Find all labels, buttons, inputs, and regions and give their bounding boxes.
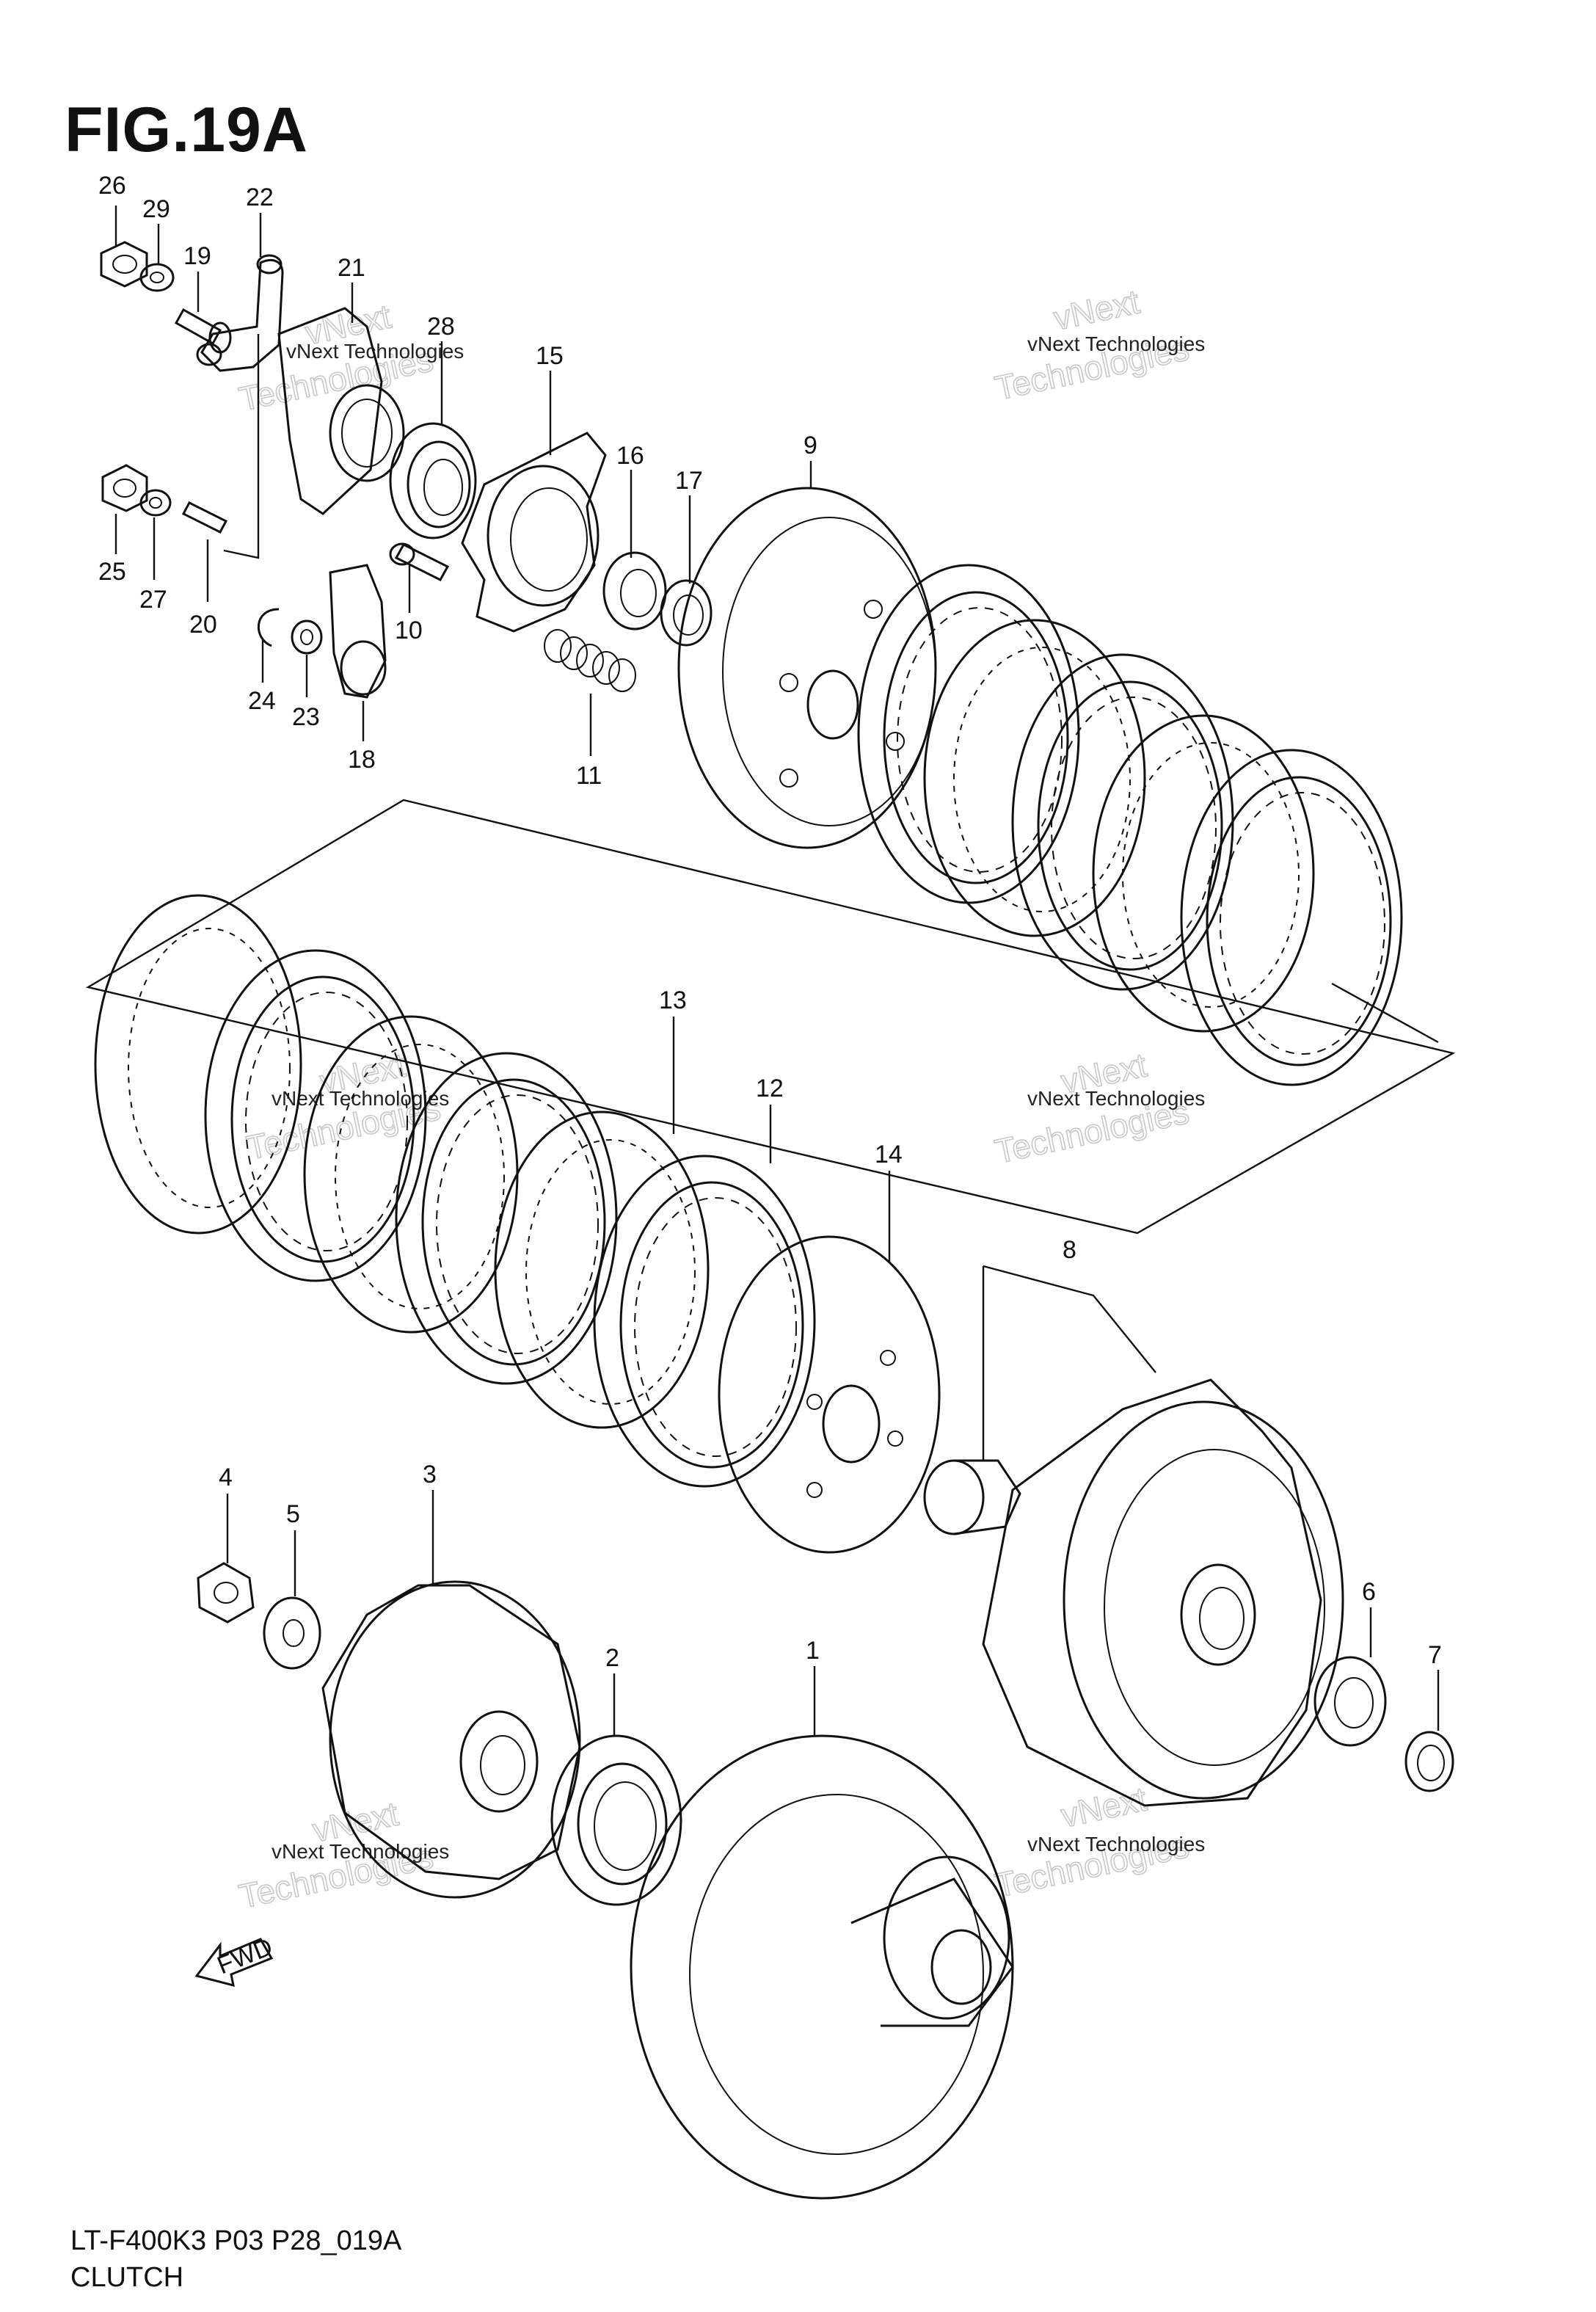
watermark-brand: vNext [1057, 1779, 1150, 1834]
part-pressure-plate-9 [677, 487, 937, 849]
plate-group-outline [85, 799, 1456, 1235]
callout-16: 16 [616, 442, 644, 470]
part-washer-23 [291, 619, 323, 655]
callout-27: 27 [139, 586, 167, 614]
callout-28: 28 [427, 313, 455, 341]
callout-14: 14 [875, 1141, 903, 1168]
callout-21: 21 [338, 254, 365, 282]
fwd-label: FWD [214, 1933, 277, 1980]
watermark-mid-right: vNext Technologies vNext Technologies [991, 1045, 1205, 1171]
part-release-arm-18 [329, 564, 387, 699]
watermark-bottom-right: vNext Technologies vNext Technologies [991, 1779, 1205, 1905]
part-nut-26 [100, 241, 148, 288]
part-washer-17 [660, 579, 713, 647]
callout-9: 9 [804, 432, 817, 459]
callout-8: 8 [1063, 1236, 1076, 1264]
callout-20: 20 [189, 611, 217, 639]
watermark-mid-left: vNext Technologies vNext Technologies [242, 1045, 449, 1168]
part-ring-7 [1404, 1731, 1454, 1792]
part-screw-20 [181, 501, 228, 534]
callout-13: 13 [659, 986, 687, 1014]
callout-2: 2 [605, 1644, 619, 1672]
fwd-direction-arrow: FWD [194, 1933, 277, 1988]
part-washer-6 [1313, 1656, 1387, 1747]
callout-15: 15 [536, 342, 564, 370]
part-primary-driven-gear-1 [630, 1734, 1014, 2200]
callout-10: 10 [395, 617, 423, 644]
callout-29: 29 [142, 195, 170, 223]
diagram-caption: CLUTCH [70, 2262, 184, 2293]
part-circlip-24 [257, 608, 280, 647]
watermark-text: vNext Technologies [1027, 1833, 1205, 1855]
part-lever-22 [196, 254, 284, 372]
part-washer-27 [139, 489, 172, 517]
part-drive-plate-upper-3 [1180, 749, 1403, 1086]
callout-12: 12 [756, 1075, 784, 1102]
part-drive-plate-upper-2 [1011, 653, 1234, 991]
callout-7: 7 [1428, 1641, 1442, 1669]
part-spring-plate-14 [718, 1235, 941, 1554]
watermark-text: vNext Technologies [272, 1087, 449, 1110]
part-spring-11 [544, 629, 636, 692]
part-bearing-16 [602, 551, 667, 630]
model-code: LT-F400K3 P03 P28_019A [70, 2225, 402, 2256]
leader-lines [114, 206, 1440, 1736]
callout-4: 4 [219, 1464, 233, 1491]
watermark-text: vNext Technologies [1027, 1087, 1205, 1110]
callout-23: 23 [292, 703, 320, 731]
callout-19: 19 [183, 242, 211, 270]
part-driven-plate-13 [494, 1110, 710, 1429]
part-driven-plate-upper-2 [1092, 714, 1315, 1033]
part-nut-4 [197, 1562, 255, 1624]
callout-26: 26 [98, 172, 126, 200]
part-clutch-housing [982, 1378, 1344, 1807]
part-driven-plate-upper-1 [923, 619, 1146, 937]
part-driven-plate-lower-1 [94, 894, 302, 1235]
part-bearing-28 [389, 422, 477, 539]
watermark-brand: vNext [1050, 282, 1143, 337]
watermark-text: vNext Technologies [1027, 332, 1205, 355]
watermark-bottom-left: vNext Technologies vNext Technologies [235, 1794, 449, 1916]
part-washer-5 [263, 1596, 321, 1670]
callout-17: 17 [675, 467, 703, 495]
part-release-plate-15 [461, 432, 607, 633]
callout-22: 22 [246, 183, 274, 211]
callout-25: 25 [98, 558, 126, 586]
part-drive-plate-12 [593, 1155, 816, 1488]
part-washer-29 [139, 263, 175, 292]
callout-3: 3 [423, 1461, 437, 1488]
callout-11: 11 [576, 762, 602, 790]
part-one-way-clutch-2 [550, 1734, 682, 1906]
part-bolt-10 [389, 542, 450, 581]
callout-labels: 26 29 19 22 21 28 15 16 17 9 25 27 20 10… [98, 172, 1442, 1672]
callout-6: 6 [1362, 1578, 1376, 1606]
callout-24: 24 [248, 687, 276, 715]
callout-5: 5 [286, 1500, 300, 1528]
figure-title: FIG.19A [65, 95, 308, 165]
callout-1: 1 [806, 1637, 820, 1665]
part-nut-25 [101, 464, 148, 512]
part-drive-plate-lower-2 [395, 1052, 618, 1385]
part-clutch-hub-3 [321, 1580, 581, 1899]
callout-18: 18 [348, 746, 376, 774]
watermark-top-right: vNext Technologies vNext Technologies [991, 282, 1205, 408]
